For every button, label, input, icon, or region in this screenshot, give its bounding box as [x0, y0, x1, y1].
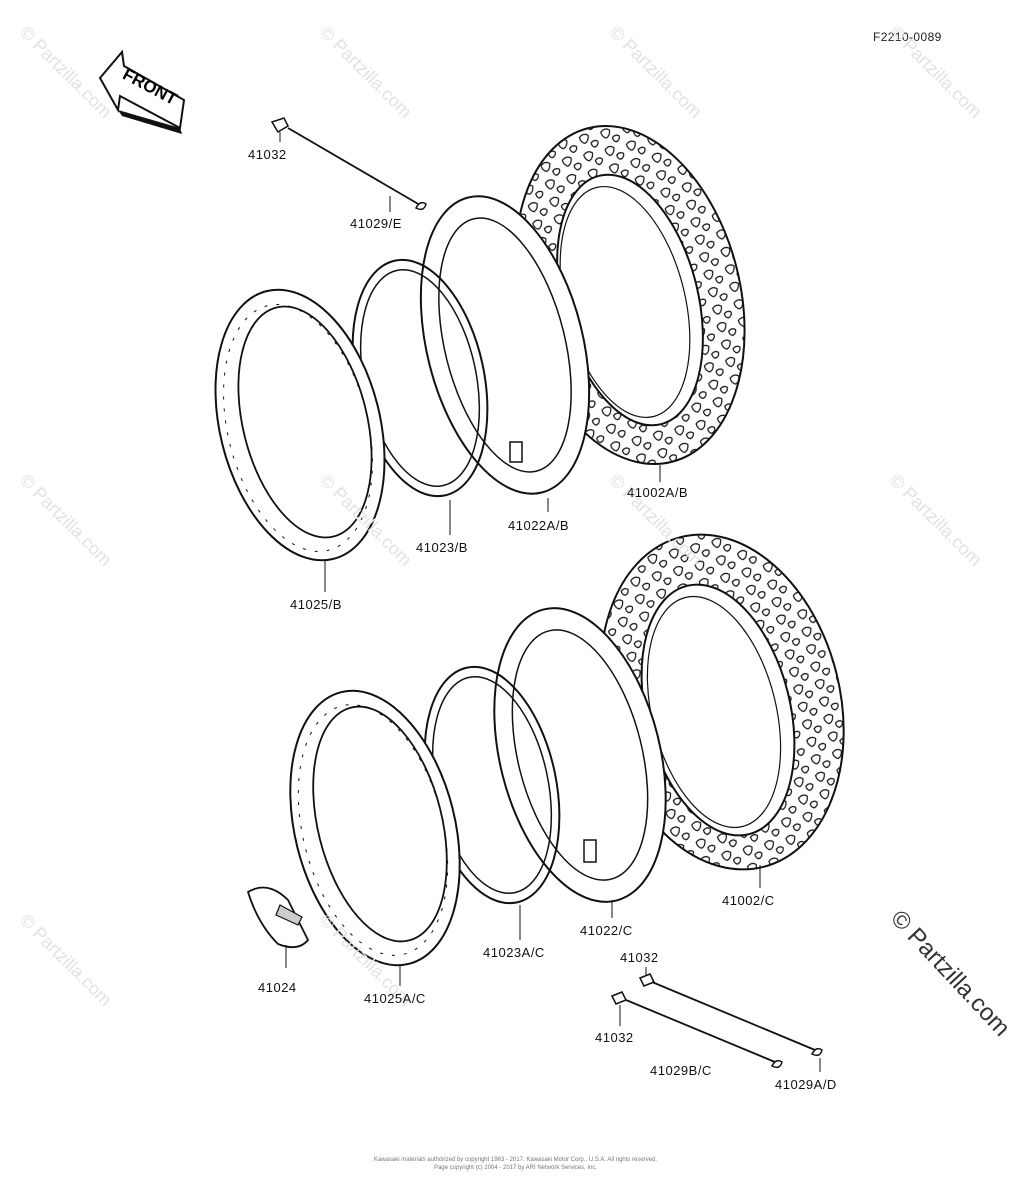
part-label-41032-top[interactable]: 41032: [248, 147, 287, 162]
part-label-41002C[interactable]: 41002/C: [722, 893, 775, 908]
part-label-41029BC[interactable]: 41029B/C: [650, 1063, 712, 1078]
rimlock-41024-illustration: [246, 886, 310, 968]
tube-41022AB-illustration: [419, 195, 591, 512]
part-label-41025AC[interactable]: 41025A/C: [364, 991, 426, 1006]
part-label-41032-mid[interactable]: 41032: [620, 950, 659, 965]
rim-41025AC-illustration: [289, 689, 461, 986]
part-label-41022C[interactable]: 41022/C: [580, 923, 633, 938]
diagram-code: F2210-0089: [873, 30, 942, 44]
tube-41022C-illustration: [493, 607, 667, 918]
part-label-41002AB[interactable]: 41002A/B: [627, 485, 689, 500]
part-label-41022AB[interactable]: 41022A/B: [508, 518, 570, 533]
copyright-line-2: Page copyright (c) 2004 - 2017 by ARI Ne…: [433, 1165, 598, 1171]
spoke-41029E-illustration: [270, 117, 427, 212]
rim-41025B-illustration: [214, 288, 386, 592]
spokes-41029-lower-illustration: [610, 967, 823, 1072]
part-label-41025B[interactable]: 41025/B: [290, 597, 342, 612]
part-label-41024[interactable]: 41024: [258, 980, 297, 995]
part-label-41032-low[interactable]: 41032: [595, 1030, 634, 1045]
part-label-41029AD[interactable]: 41029A/D: [775, 1077, 837, 1092]
part-label-41023B[interactable]: 41023/B: [416, 540, 468, 555]
part-label-41029E[interactable]: 41029/E: [350, 216, 402, 231]
copyright-line-1: Kawasaki materials authorized by copyrig…: [373, 1157, 658, 1163]
part-label-41023AC[interactable]: 41023A/C: [483, 945, 545, 960]
front-arrow-icon: FRONT: [98, 49, 186, 134]
